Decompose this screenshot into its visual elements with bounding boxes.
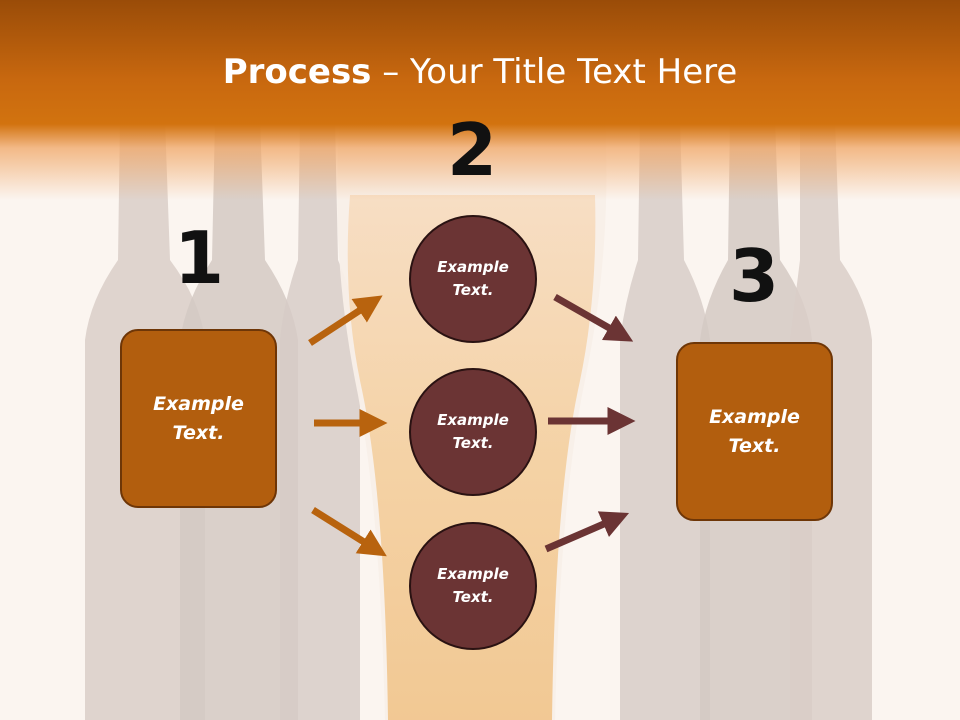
slide-title[interactable]: Process – Your Title Text Here	[0, 52, 960, 92]
circle-bottom-line-1: Example	[437, 565, 509, 583]
title-rest: – Your Title Text Here	[371, 52, 738, 92]
left-text-box[interactable]: Example Text.	[120, 329, 277, 508]
arrow-left-to-top-icon	[308, 295, 383, 346]
circle-middle[interactable]: Example Text.	[409, 368, 537, 496]
circle-bottom[interactable]: Example Text.	[409, 522, 537, 650]
right-box-line-2: Text.	[728, 434, 781, 457]
title-bold: Process	[222, 52, 372, 92]
arrow-bottom-to-right-icon	[544, 511, 630, 553]
title-bar	[0, 0, 960, 200]
circle-middle-line-2: Text.	[452, 434, 494, 452]
right-text-box[interactable]: Example Text.	[676, 342, 833, 521]
arrow-left-to-bottom-icon	[311, 507, 387, 557]
circle-middle-line-1: Example	[437, 411, 509, 429]
step-number-3: 3	[728, 234, 780, 318]
circle-top-line-2: Text.	[452, 281, 494, 299]
left-box-line-2: Text.	[172, 421, 225, 444]
circle-top-line-1: Example	[437, 258, 509, 276]
left-box-line-1: Example	[153, 392, 244, 415]
circle-bottom-line-2: Text.	[452, 588, 494, 606]
arrow-top-to-right-icon	[553, 293, 634, 342]
step-number-2: 2	[446, 108, 498, 192]
right-box-line-1: Example	[709, 405, 800, 428]
circle-top[interactable]: Example Text.	[409, 215, 537, 343]
step-number-1: 1	[173, 216, 225, 300]
